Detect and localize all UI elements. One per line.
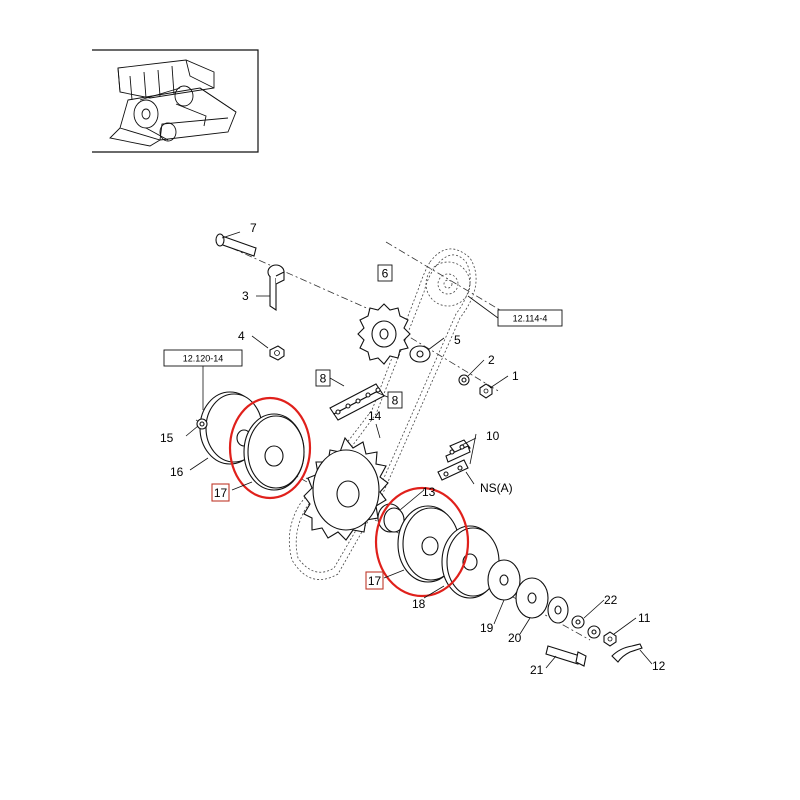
part-21-bolt xyxy=(545,645,587,667)
svg-text:8: 8 xyxy=(320,372,327,386)
part-14-large-sprocket xyxy=(303,436,389,541)
part-19-plate xyxy=(487,559,521,601)
svg-text:12.120-14: 12.120-14 xyxy=(183,354,224,364)
part-11-nut xyxy=(603,631,617,647)
label-16: 16 xyxy=(170,465,184,479)
ref-box-12-114-4: 12.114-4 xyxy=(497,309,563,327)
label-3: 3 xyxy=(242,289,249,303)
label-11: 11 xyxy=(638,611,651,625)
part-6-small-sprocket xyxy=(357,303,411,365)
label-7: 7 xyxy=(250,221,257,235)
leader-lines xyxy=(185,231,653,669)
part-17-disc-upper xyxy=(236,413,305,491)
label-nsa: NS(A) xyxy=(480,481,513,495)
label-20: 20 xyxy=(508,631,522,645)
label-17a-box: 17 xyxy=(211,483,230,502)
label-8a-box: 8 xyxy=(315,369,331,387)
label-4: 4 xyxy=(238,329,245,343)
label-1: 1 xyxy=(512,369,519,383)
part-1-nut xyxy=(479,383,493,399)
part-4-nut xyxy=(269,345,285,361)
part-20-plate xyxy=(515,577,549,619)
svg-text:8: 8 xyxy=(392,394,399,408)
label-5: 5 xyxy=(454,333,461,347)
part-13-spacer xyxy=(377,503,405,533)
spring-washer xyxy=(547,596,569,624)
upper-sprocket-dashed xyxy=(425,261,471,307)
label-13: 13 xyxy=(422,485,436,499)
part-5-washer xyxy=(409,345,431,363)
label-19: 19 xyxy=(480,621,494,635)
svg-text:6: 6 xyxy=(382,267,389,281)
label-18: 18 xyxy=(412,597,426,611)
part-15-washer xyxy=(196,418,208,430)
roller-chain-loop xyxy=(288,248,477,580)
label-12: 12 xyxy=(652,659,666,673)
part-8-chain-link xyxy=(329,383,385,421)
part-10-connecting-link xyxy=(437,439,471,481)
label-14: 14 xyxy=(368,409,382,423)
label-22: 22 xyxy=(604,593,618,607)
part-2-lock-washer xyxy=(458,374,470,386)
ref-box-12-120-14: 12.120-14 xyxy=(163,349,243,367)
svg-text:17: 17 xyxy=(214,486,228,500)
part-22-washers xyxy=(571,615,601,639)
part-12-cotter-pin xyxy=(611,643,643,663)
highlight-circles xyxy=(228,396,470,598)
svg-text:17: 17 xyxy=(368,574,382,588)
label-2: 2 xyxy=(488,353,495,367)
label-10: 10 xyxy=(486,429,500,443)
label-6-box: 6 xyxy=(377,264,393,282)
locator-thumbnail xyxy=(92,49,259,153)
part-7-bolt xyxy=(215,233,257,257)
label-17b-box: 17 xyxy=(365,571,384,590)
part-3-pin xyxy=(267,264,285,312)
label-21: 21 xyxy=(530,663,544,677)
label-15: 15 xyxy=(160,431,174,445)
label-8b-box: 8 xyxy=(387,391,403,409)
svg-text:12.114-4: 12.114-4 xyxy=(513,314,548,324)
